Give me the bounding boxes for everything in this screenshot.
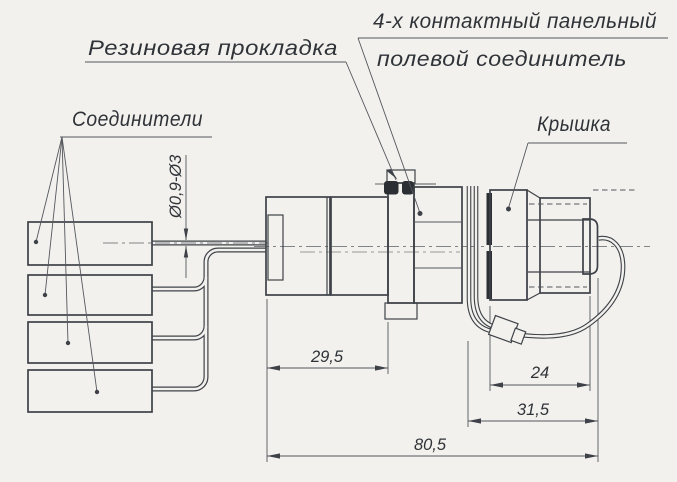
leader-panel-connector xyxy=(357,37,668,216)
leader-cap xyxy=(506,142,627,212)
dim-cap-length: 31,5 xyxy=(517,401,550,419)
plug-body xyxy=(330,196,389,296)
connector-block-4 xyxy=(27,369,153,413)
dim-overall-length: 80,5 xyxy=(414,436,447,454)
dim-hex-width: 24 xyxy=(530,364,549,382)
label-connectors: Соединители xyxy=(72,108,203,131)
cap-assembly xyxy=(485,189,637,301)
leader-connectors xyxy=(33,136,212,395)
backshell-nut xyxy=(265,196,331,296)
cap-hex xyxy=(539,197,591,294)
rubber-gasket xyxy=(384,181,414,195)
cap-lanyard xyxy=(466,186,626,345)
label-panel-connector-line1: 4-х контактный панельный xyxy=(373,10,657,33)
connector-body xyxy=(265,169,463,320)
leader-lines xyxy=(33,37,668,395)
lanyard-clamp xyxy=(487,314,527,345)
receptacle-front xyxy=(413,186,463,304)
backshell-step xyxy=(267,214,284,281)
dim-wire-diameter: Ø0,9-Ø3 xyxy=(167,154,185,219)
cap-end-boss xyxy=(582,218,599,275)
label-panel-connector-line2: полевой соединитель xyxy=(377,48,627,71)
dim-rear-length: 29,5 xyxy=(310,348,344,366)
label-rubber-gasket: Резиновая прокладка xyxy=(88,37,338,60)
text-labels: Резиновая прокладка 4-х контактный панел… xyxy=(72,10,657,454)
dimension-lines xyxy=(183,155,599,462)
wire-bundle xyxy=(152,240,266,392)
connector-block-3 xyxy=(27,321,153,364)
label-cap: Крышка xyxy=(537,113,611,136)
leader-rubber-gasket xyxy=(85,61,398,181)
connector-block-1 xyxy=(27,221,153,266)
connector-block-2 xyxy=(27,274,153,316)
connector-blocks xyxy=(27,221,153,413)
